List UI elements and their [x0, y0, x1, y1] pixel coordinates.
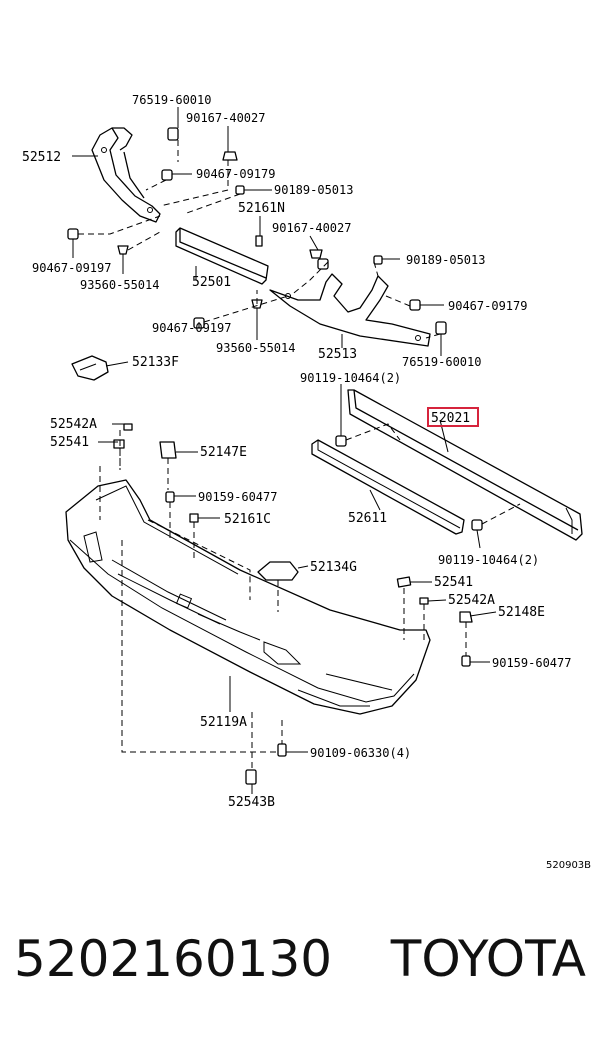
clip-52161N — [255, 235, 263, 247]
highlight-box-52021 — [427, 407, 479, 427]
nut-90467-b — [409, 299, 421, 311]
nut-90467-a — [161, 169, 173, 181]
label-90467-a: 90467-09179 — [196, 167, 275, 181]
bolt-90119-b — [471, 519, 483, 531]
label-90159-b: 90159-60477 — [492, 656, 571, 670]
bolt-90159-b — [461, 655, 471, 667]
assembly-lines — [78, 140, 521, 770]
screw-90189-b — [373, 255, 383, 265]
clip-90167-top — [222, 151, 238, 161]
seal-52134G — [257, 561, 299, 581]
brand-name: TOYOTA — [390, 930, 586, 988]
absorber-52611 — [311, 439, 465, 535]
label-90189-b: 90189-05013 — [406, 253, 485, 267]
clip-52542A-b — [419, 597, 429, 605]
footer: 5202160130 TOYOTA — [0, 930, 600, 1020]
clip-76519-b — [435, 321, 447, 335]
label-90119-a: 90119-10464(2) — [300, 371, 401, 385]
label-52542A-a: 52542A — [50, 417, 97, 432]
screw-93560-a — [117, 245, 129, 255]
label-52541-b: 52541 — [434, 575, 473, 590]
label-52021: 52021 — [431, 411, 470, 426]
part-labels: 76519-60010 90167-40027 52512 90467-0917… — [22, 93, 591, 871]
label-90189-a: 90189-05013 — [274, 183, 353, 197]
label-93560-b: 93560-55014 — [216, 341, 295, 355]
bracket-52148E — [459, 611, 473, 623]
label-76519-top: 76519-60010 — [132, 93, 211, 107]
label-76519-b: 76519-60010 — [402, 355, 481, 369]
label-52133F: 52133F — [132, 355, 179, 370]
clip-52541-a — [113, 439, 125, 449]
label-90159-a: 90159-60477 — [198, 490, 277, 504]
label-52501: 52501 — [192, 275, 231, 290]
clip-52542A-a — [123, 423, 133, 431]
nut-90467-09197-a — [67, 228, 79, 240]
label-52542A-b: 52542A — [448, 593, 495, 608]
clip-52161C — [189, 513, 199, 523]
bracket-52513 — [269, 273, 431, 347]
seal-52133F — [71, 355, 109, 381]
bracket-52512 — [91, 127, 161, 223]
label-52161C: 52161C — [224, 512, 271, 527]
label-90167-b: 90167-40027 — [272, 221, 351, 235]
label-52134G: 52134G — [310, 560, 357, 575]
label-52543B: 52543B — [228, 795, 275, 810]
clip-52541-b — [396, 576, 412, 588]
screw-93560-b — [251, 299, 263, 309]
label-52541-a: 52541 — [50, 435, 89, 450]
bolt-90109 — [277, 743, 287, 757]
label-52611: 52611 — [348, 511, 387, 526]
label-90467-09197-b: 90467-09197 — [152, 321, 231, 335]
label-52161N: 52161N — [238, 201, 285, 216]
clip-90167-b — [309, 249, 329, 270]
retainer-52501 — [175, 227, 269, 285]
label-52147E: 52147E — [200, 445, 247, 460]
label-90467-b: 90467-09179 — [448, 299, 527, 313]
part-number: 5202160130 — [14, 930, 333, 988]
bolt-90159-a — [165, 491, 175, 503]
label-52513: 52513 — [318, 347, 357, 362]
reinforcement-52021 — [347, 389, 583, 541]
label-90109: 90109-06330(4) — [310, 746, 411, 760]
diagram-code: 520903B — [546, 860, 591, 871]
parts-diagram: 76519-60010 90167-40027 52512 90467-0917… — [22, 93, 591, 871]
screw-90189-a — [235, 185, 245, 195]
label-90119-b: 90119-10464(2) — [438, 553, 539, 567]
label-52119A: 52119A — [200, 715, 247, 730]
clip-76519-top — [167, 127, 179, 141]
label-93560-a: 93560-55014 — [80, 278, 159, 292]
bracket-52147E — [159, 441, 177, 459]
label-52512: 52512 — [22, 150, 61, 165]
clip-52543B — [245, 769, 257, 785]
label-90167-top: 90167-40027 — [186, 111, 265, 125]
label-90467-09197-a: 90467-09197 — [32, 261, 111, 275]
leader-lines — [72, 107, 497, 794]
bolt-90119-a — [335, 435, 347, 447]
label-52148E: 52148E — [498, 605, 545, 620]
